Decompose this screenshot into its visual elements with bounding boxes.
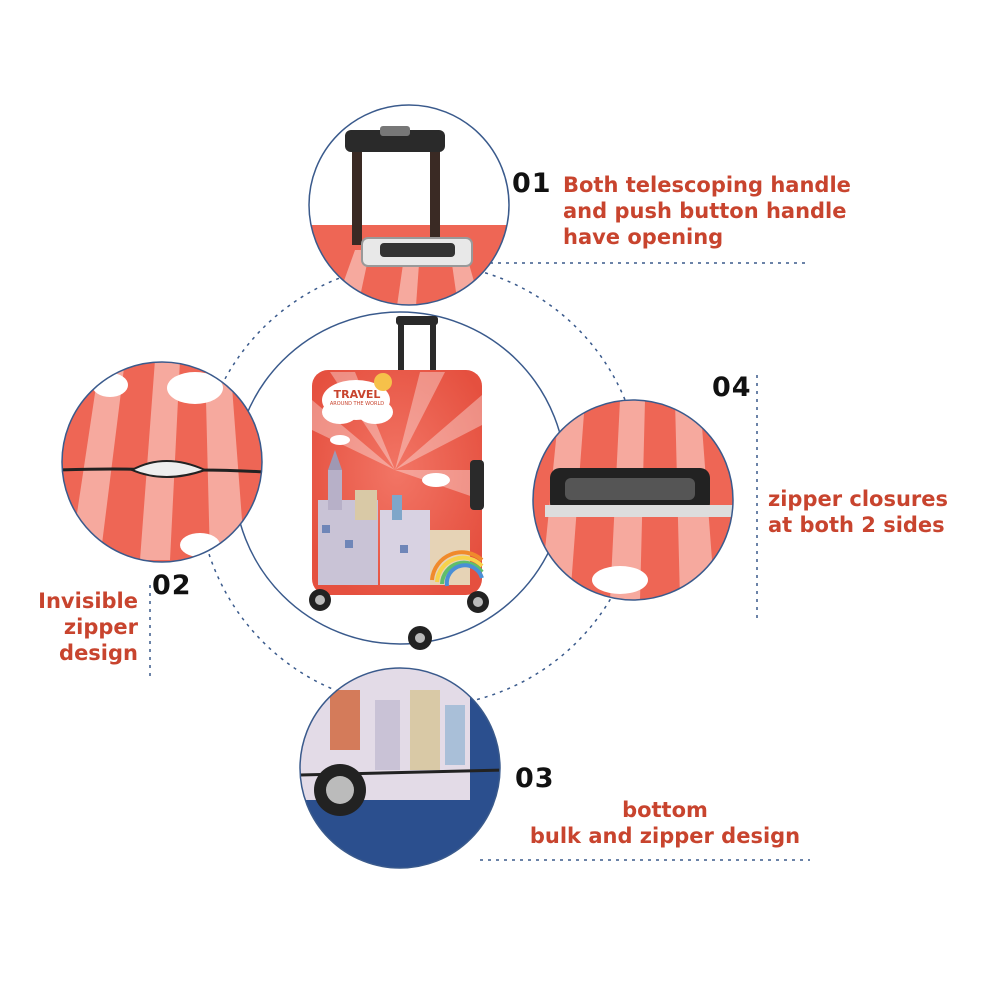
center-product-circle <box>233 311 567 650</box>
feature-03-description: bottom bulk and zipper design <box>520 797 810 849</box>
feature-04-line-2: at both 2 sides <box>768 513 945 537</box>
detail-circle-02 <box>61 361 263 563</box>
feature-02-description: Invisible zipper design <box>38 588 138 666</box>
feature-02-line-3: design <box>59 641 138 665</box>
travel-cloud-text: TRAVEL AROUND THE WORLD <box>322 389 392 408</box>
feature-03-line-1: bottom <box>622 798 708 822</box>
feature-03-number: 03 <box>515 763 555 794</box>
feature-01-line-3: have opening <box>563 225 724 249</box>
feature-04-line-1: zipper closures <box>768 487 949 511</box>
feature-02-line-2: zipper <box>63 615 138 639</box>
detail-circle-03 <box>299 667 501 869</box>
feature-01-line-1: Both telescoping handle <box>563 173 851 197</box>
feature-02-number: 02 <box>152 570 192 601</box>
feature-04-description: zipper closures at both 2 sides <box>768 486 948 538</box>
feature-03-line-2: bulk and zipper design <box>529 824 801 848</box>
detail-circle-01 <box>308 104 510 306</box>
feature-02-line-1: Invisible <box>38 589 138 613</box>
travel-cloud-badge <box>322 380 393 424</box>
feature-04-number: 04 <box>712 372 752 403</box>
feature-01-line-2: and push button handle <box>563 199 847 223</box>
feature-01-description: Both telescoping handle and push button … <box>563 172 851 250</box>
sun-icon <box>374 373 392 391</box>
feature-01-number: 01 <box>512 168 552 199</box>
travel-cloud-subtitle: AROUND THE WORLD <box>329 401 385 407</box>
detail-circle-04 <box>532 399 734 601</box>
travel-cloud-title: TRAVEL <box>333 388 381 401</box>
landmarks-illustration <box>318 450 470 585</box>
